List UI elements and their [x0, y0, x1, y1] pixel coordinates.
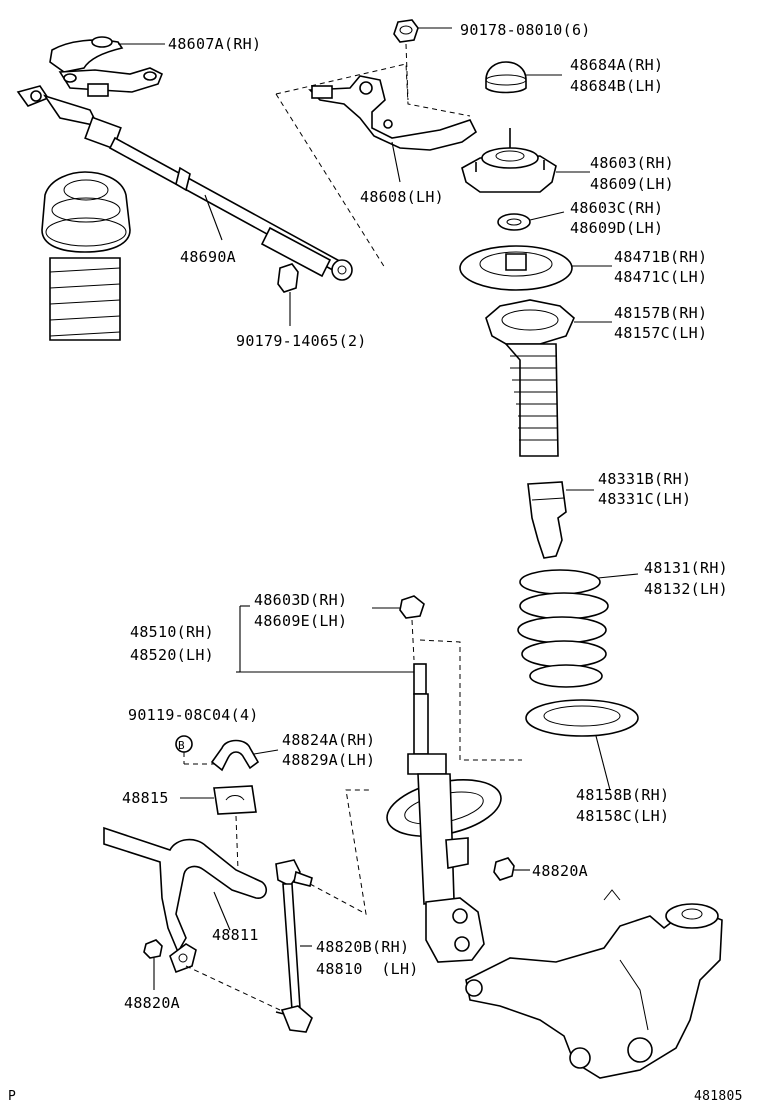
- boot-assembly-left-drawing: [41, 171, 131, 341]
- label-48820a-right: 48820A: [532, 862, 588, 880]
- coil-spring-48131-drawing: [517, 569, 639, 688]
- label-90179: 90179-14065(2): [236, 332, 367, 350]
- corner-mark-left: P: [8, 1089, 16, 1104]
- label-48811: 48811: [212, 926, 259, 944]
- label-48158b: 48158B(RH): [576, 786, 669, 804]
- bracket-48824a-drawing: [175, 735, 279, 772]
- label-48609: 48609(LH): [590, 175, 674, 193]
- label-90178: 90178-08010(6): [460, 21, 591, 39]
- bumper-48331b-drawing: [527, 481, 594, 559]
- label-48684a: 48684A(RH): [570, 56, 663, 74]
- nut-48820a-right-drawing: [493, 857, 530, 881]
- seat-48158b-drawing: [525, 699, 639, 791]
- label-48520: 48520(LH): [130, 646, 214, 664]
- label-48603d: 48603D(RH): [254, 591, 347, 609]
- strut-48510-drawing: [386, 595, 522, 963]
- stabilizer-bar-48811-drawing: [103, 826, 268, 974]
- upper-arm-48607a-drawing: [49, 36, 165, 97]
- rod-48690a-drawing: [16, 85, 353, 281]
- label-48471b: 48471B(RH): [614, 248, 707, 266]
- label-48608: 48608(LH): [360, 188, 444, 206]
- label-48132: 48132(LH): [644, 580, 728, 598]
- knuckle-drawing: [465, 889, 723, 1079]
- washer-48603c-drawing: [497, 211, 565, 231]
- label-48157b: 48157B(RH): [614, 304, 707, 322]
- nut-90179-drawing: [277, 263, 299, 326]
- label-48331b: 48331B(RH): [598, 470, 691, 488]
- label-48829a: 48829A(LH): [282, 751, 375, 769]
- label-b-marker: B: [178, 739, 185, 752]
- stabilizer-link-48820b-drawing: [275, 789, 372, 1033]
- strut-label-bracket: [236, 605, 414, 673]
- bellows-48157b-drawing: [485, 299, 612, 457]
- label-48157c: 48157C(LH): [614, 324, 707, 342]
- label-48609e: 48609E(LH): [254, 612, 347, 630]
- label-48158c: 48158C(LH): [576, 807, 669, 825]
- bolt-90178-drawing: [393, 19, 452, 101]
- label-48603: 48603(RH): [590, 154, 674, 172]
- diagram-number: 481805: [694, 1089, 743, 1104]
- label-48684b: 48684B(LH): [570, 77, 663, 95]
- label-48609d: 48609D(LH): [570, 219, 663, 237]
- seat-48471b-drawing: [459, 245, 612, 291]
- bushing-48815-drawing: [180, 785, 257, 871]
- label-90119: 90119-08C04(4): [128, 706, 259, 724]
- label-48603c: 48603C(RH): [570, 199, 663, 217]
- nut-48820a-left-drawing: [143, 939, 281, 1011]
- label-48331c: 48331C(LH): [598, 490, 691, 508]
- label-48820b: 48820B(RH): [316, 938, 409, 956]
- label-48510: 48510(RH): [130, 623, 214, 641]
- label-48607a: 48607A(RH): [168, 35, 261, 53]
- label-48815: 48815: [122, 789, 169, 807]
- label-48824a: 48824A(RH): [282, 731, 375, 749]
- label-48820a-left: 48820A: [124, 994, 180, 1012]
- upper-arm-48608-drawing: [275, 63, 478, 269]
- label-48690a: 48690A: [180, 248, 236, 266]
- label-48810: 48810 (LH): [316, 960, 419, 978]
- label-48131: 48131(RH): [644, 559, 728, 577]
- support-48603-drawing: [461, 128, 590, 193]
- cap-48684a-drawing: [485, 61, 562, 94]
- label-48471c: 48471C(LH): [614, 268, 707, 286]
